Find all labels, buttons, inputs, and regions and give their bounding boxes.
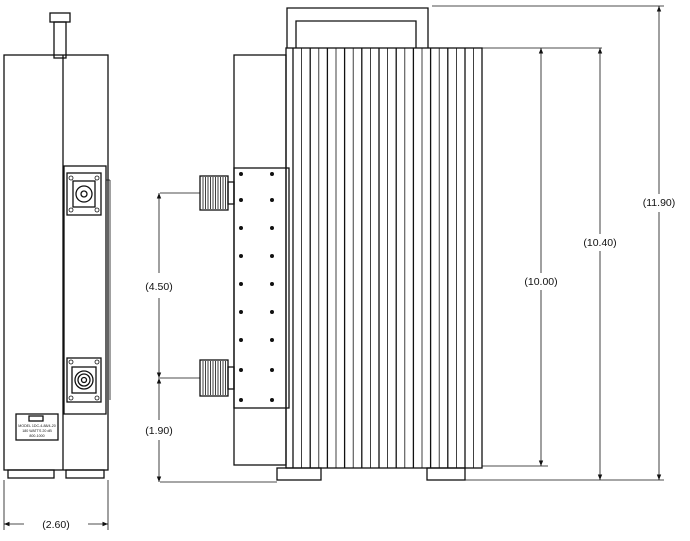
heatsink-fins <box>285 47 483 469</box>
bottom-connector-face <box>66 357 102 403</box>
overall-height-dimension: (11.90) <box>643 197 676 209</box>
bolt <box>270 254 274 258</box>
width-dimension: (2.60) <box>42 519 69 531</box>
bolt <box>239 398 243 402</box>
bolt <box>270 398 274 402</box>
bolt <box>239 338 243 342</box>
side-handle-cap <box>49 12 71 23</box>
handle <box>286 7 429 48</box>
nameplate-logo <box>28 415 44 422</box>
bolt <box>239 172 243 176</box>
nameplate-line3: 800-1000 <box>29 434 44 438</box>
bolt <box>270 338 274 342</box>
front-foot-left <box>276 467 322 481</box>
nameplate: MODEL 1DC-4-88/4-20 180 WATTS 20 dB 800-… <box>15 413 59 441</box>
fin-height-dimension: (10.40) <box>583 237 616 249</box>
bolt <box>270 310 274 314</box>
bolt <box>239 282 243 286</box>
bolt <box>270 282 274 286</box>
bolt <box>270 198 274 202</box>
nameplate-line1: MODEL 1DC-4-88/4-20 <box>18 424 55 428</box>
port-spacing-dimension: (4.50) <box>145 281 172 293</box>
front-foot-right <box>426 467 466 481</box>
bolt <box>239 310 243 314</box>
nameplate-line2: 180 WATTS 20 dB <box>22 429 52 433</box>
top-connector-face <box>66 172 102 216</box>
bolt <box>239 226 243 230</box>
side-foot-left <box>7 469 55 479</box>
front-view: (4.50) (1.90) (10.00) (10.40) (11.90) <box>145 5 676 483</box>
side-body <box>3 54 109 471</box>
top-n-connector <box>199 175 235 211</box>
bolt <box>239 198 243 202</box>
body-height-dimension: (10.00) <box>524 276 557 288</box>
bolt <box>239 368 243 372</box>
bolt <box>270 368 274 372</box>
bottom-n-connector <box>199 359 235 397</box>
bolt <box>270 172 274 176</box>
side-foot-right <box>65 469 105 479</box>
side-handle-post <box>53 21 67 59</box>
front-connector-panel <box>233 167 290 409</box>
front-body <box>233 54 287 466</box>
fin-lines <box>292 48 475 468</box>
bolt <box>239 254 243 258</box>
port-height-dimension: (1.90) <box>145 425 172 437</box>
panel-bolts <box>239 172 274 402</box>
bolt <box>270 226 274 230</box>
side-connector-panel <box>63 165 107 415</box>
side-view: MODEL 1DC-4-88/4-20 180 WATTS 20 dB 800-… <box>3 12 111 531</box>
